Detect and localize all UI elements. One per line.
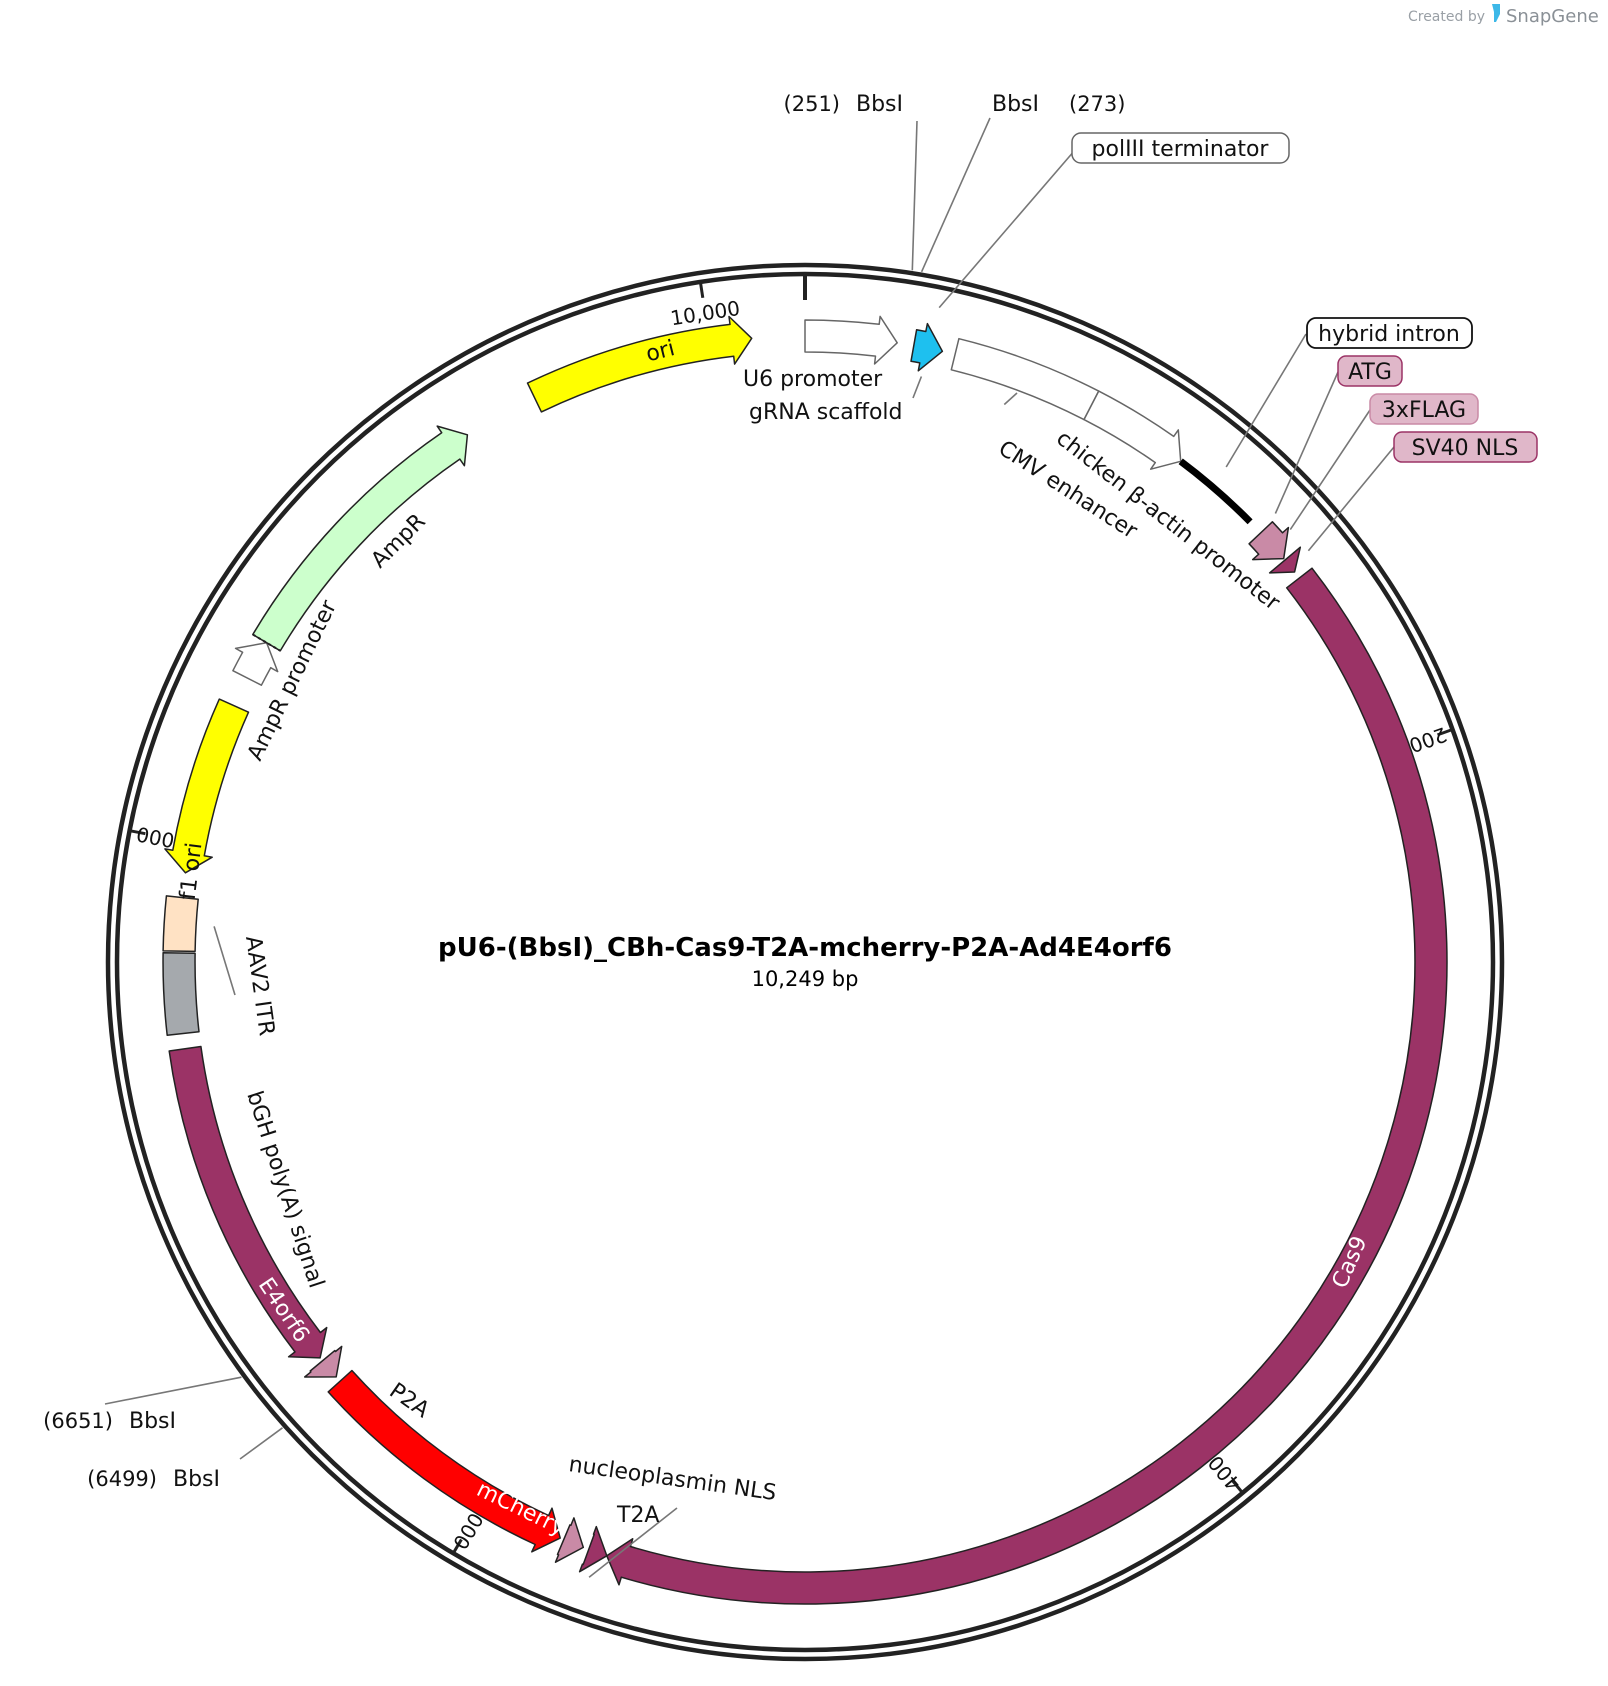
ampr-promoter-divider [252,633,281,652]
feature-t2a [554,1517,585,1563]
tick-6000 [451,1538,463,1555]
atg-label: ATG [1348,360,1392,385]
grna-label: gRNA scaffold [749,400,902,425]
t2a-label: T2A [616,1503,660,1528]
flag-label-box [1369,393,1479,425]
feature-arrows [162,315,1448,1605]
tick-10000 [698,281,705,299]
site-273-pos: (273) [1069,92,1125,116]
leader-bbsi-6651 [104,1376,242,1405]
site-6651-name: BbsI [129,1409,176,1434]
plasmid-name: pU6-(BbsI)_CBh-Cas9-T2A-mcherry-P2A-Ad4E… [438,933,1172,963]
feature-hybrid-intron [1178,458,1253,525]
feature-grna-scaffold [910,322,944,372]
feature-ampr-promoter [232,641,279,686]
leader-polIII [938,149,1076,309]
feature-cas9 [606,567,1448,1605]
leader-aav2 [213,926,236,996]
feature-ampr [252,425,469,652]
feature-nucleoplasmin-nls [578,1525,608,1573]
backbone-outer-ring [105,262,1505,1662]
site-6499-name: BbsI [173,1467,220,1492]
aav2-label: AAV2 ITR [240,934,279,1037]
leader-lines [104,117,1395,1578]
feature-p2a [303,1345,343,1378]
nucleoplasmin-label: nucleoplasmin NLS [567,1452,778,1506]
snapgene-logo-icon [1492,4,1500,22]
feature-bgh-poly-a-signal [162,952,200,1037]
feature-f1-ori [164,698,250,874]
credit-brand: SnapGene [1506,6,1599,27]
plasmid-size: 10,249 bp [752,967,859,991]
leader-bbsi-273 [920,117,991,273]
sv40-label: SV40 NLS [1412,436,1519,461]
polIII-label-box [1071,132,1290,164]
leader-bbsi-251 [911,120,918,271]
feature-u6-promoter [804,315,898,365]
flag-label: 3xFLAG [1382,398,1466,423]
site-6651-pos: (6651) [43,1409,113,1433]
tick-8000 [129,829,146,836]
leader-sv40 [1307,446,1395,552]
leader-cmv [1003,392,1018,406]
feature-e4orf6 [168,1045,328,1359]
feature-sv40-nls [1268,546,1302,574]
hybrid-intron-label: hybrid intron [1318,322,1460,347]
tick-4000 [1231,1479,1244,1494]
feature-3xflag [1248,521,1290,561]
sv40-label-box [1393,431,1538,463]
leader-flag [1289,409,1371,531]
polIII-label: polIII terminator [1092,137,1270,162]
site-251-name: BbsI [856,92,903,117]
leader-bbsi-6499 [239,1427,283,1460]
atg-label-box [1337,355,1403,387]
hybrid-intron-label-box [1306,317,1473,349]
credit-prefix: Created by [1408,9,1485,25]
u6-label: U6 promoter [743,367,883,392]
tick-2000 [1436,728,1454,737]
feature-cmv-enhancer [950,337,1100,421]
leader-grna [912,376,923,399]
feature-ori [526,315,753,413]
site-273-name: BbsI [992,92,1039,117]
site-6499-pos: (6499) [87,1467,157,1491]
site-251-pos: (251) [784,92,840,116]
feature-aav2-itr [162,895,199,953]
leader-hybrid-intron [1225,333,1307,468]
leader-atg [1274,371,1339,514]
feature-chicken-actin-promoter [1083,390,1182,470]
leader-nucleoplasmin [588,1507,678,1578]
feature-mcherry [327,1369,561,1553]
